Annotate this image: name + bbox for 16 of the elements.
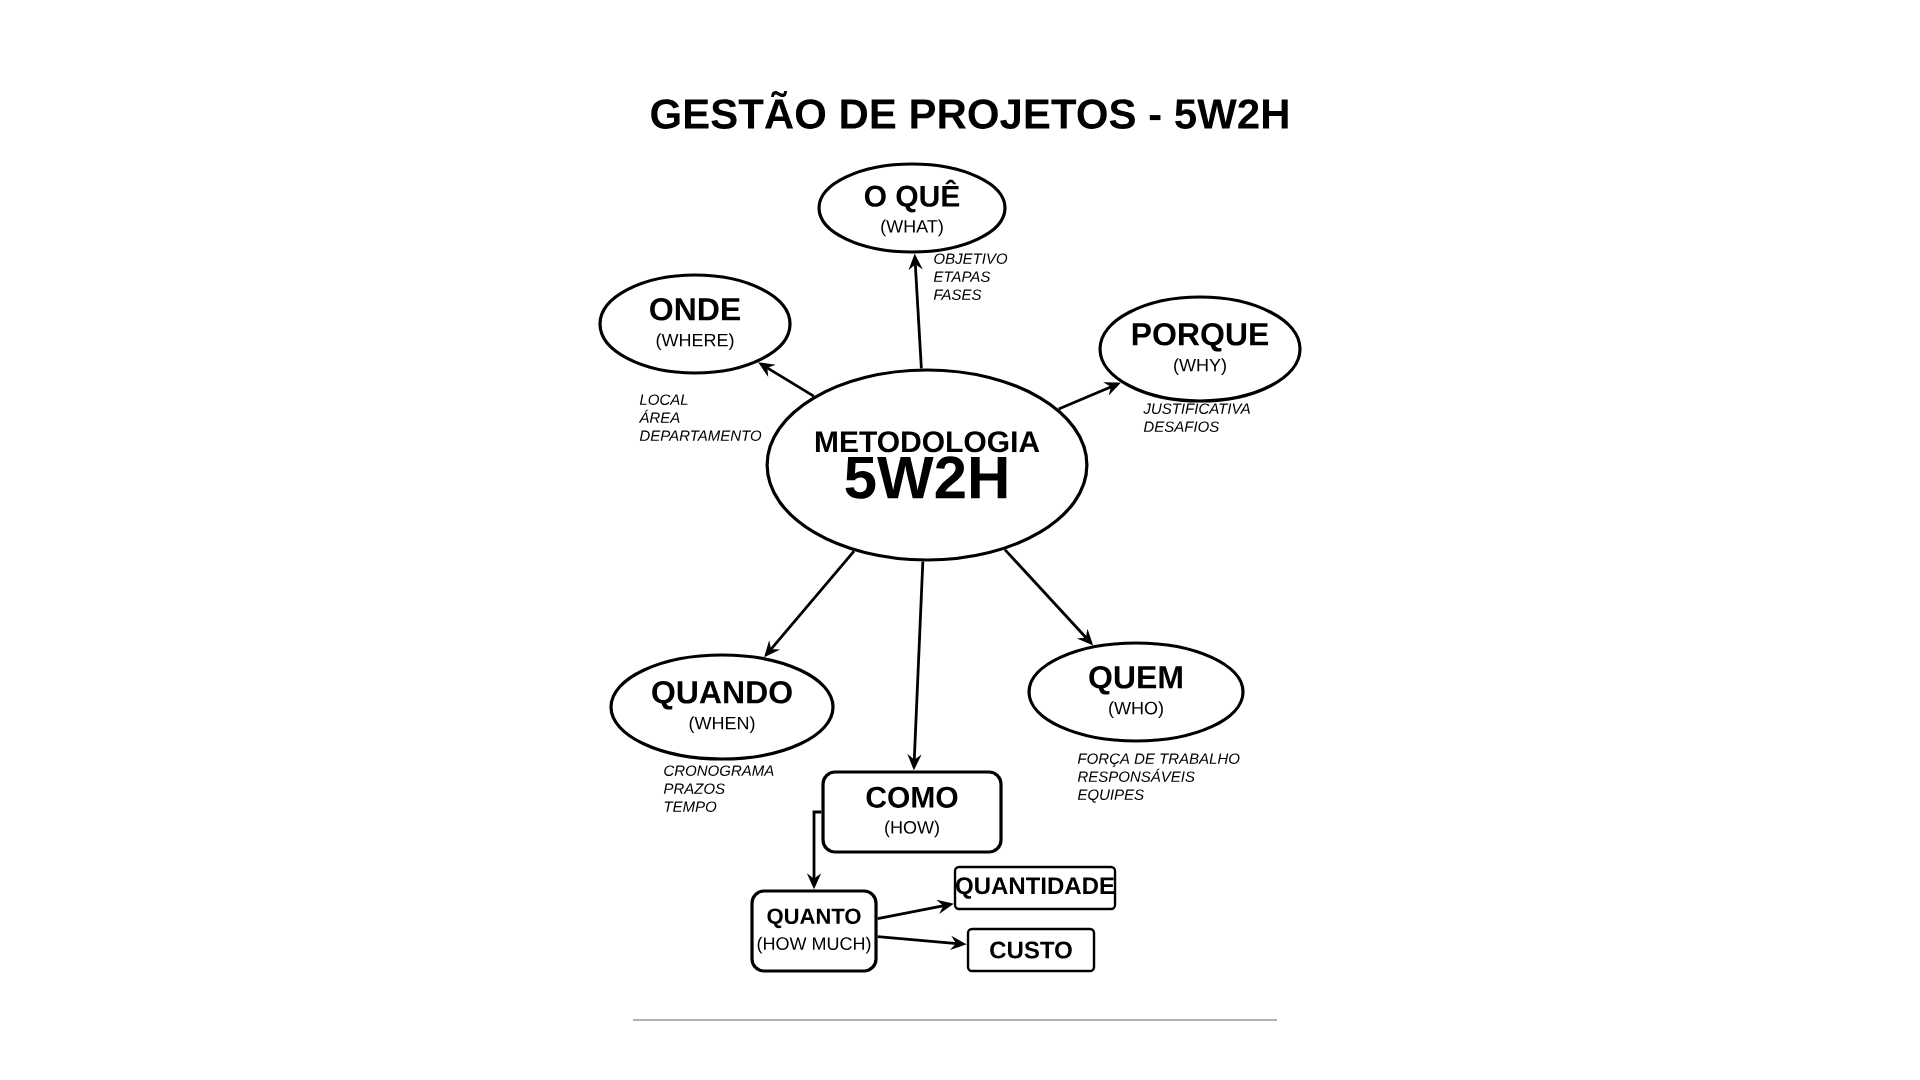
note-list: OBJETIVO ETAPAS FASES <box>933 253 1008 301</box>
note-list: CRONOGRAMA PRAZOS TEMPO <box>663 765 774 813</box>
process-box: CUSTO <box>966 927 1096 973</box>
title: GESTÃO DE PROJETOS - 5W2H <box>651 91 1288 129</box>
ellipse-node: O QUÊ (WHAT) <box>817 162 1007 254</box>
rounded-box: QUANTO (HOW MUCH) <box>750 889 878 973</box>
process-box: QUANTIDADE <box>953 865 1117 911</box>
note-list: LOCAL ÁREA DEPARTAMENTO <box>638 394 762 442</box>
ellipse-node: METODOLOGIA 5W2H <box>765 368 1089 562</box>
ellipse-node: ONDE (WHERE) <box>598 273 792 375</box>
ellipse-node: QUANDO (WHEN) <box>609 653 835 761</box>
ellipse-node: QUEM (WHO) <box>1027 641 1245 743</box>
note-list: JUSTIFICATIVA DESAFIOS <box>1143 403 1250 433</box>
rounded-box: COMO (HOW) <box>821 770 1003 854</box>
ellipse-node: PORQUE (WHY) <box>1098 295 1302 403</box>
note-list: FORÇA DE TRABALHO RESPONSÁVEIS EQUIPES <box>1077 753 1240 803</box>
